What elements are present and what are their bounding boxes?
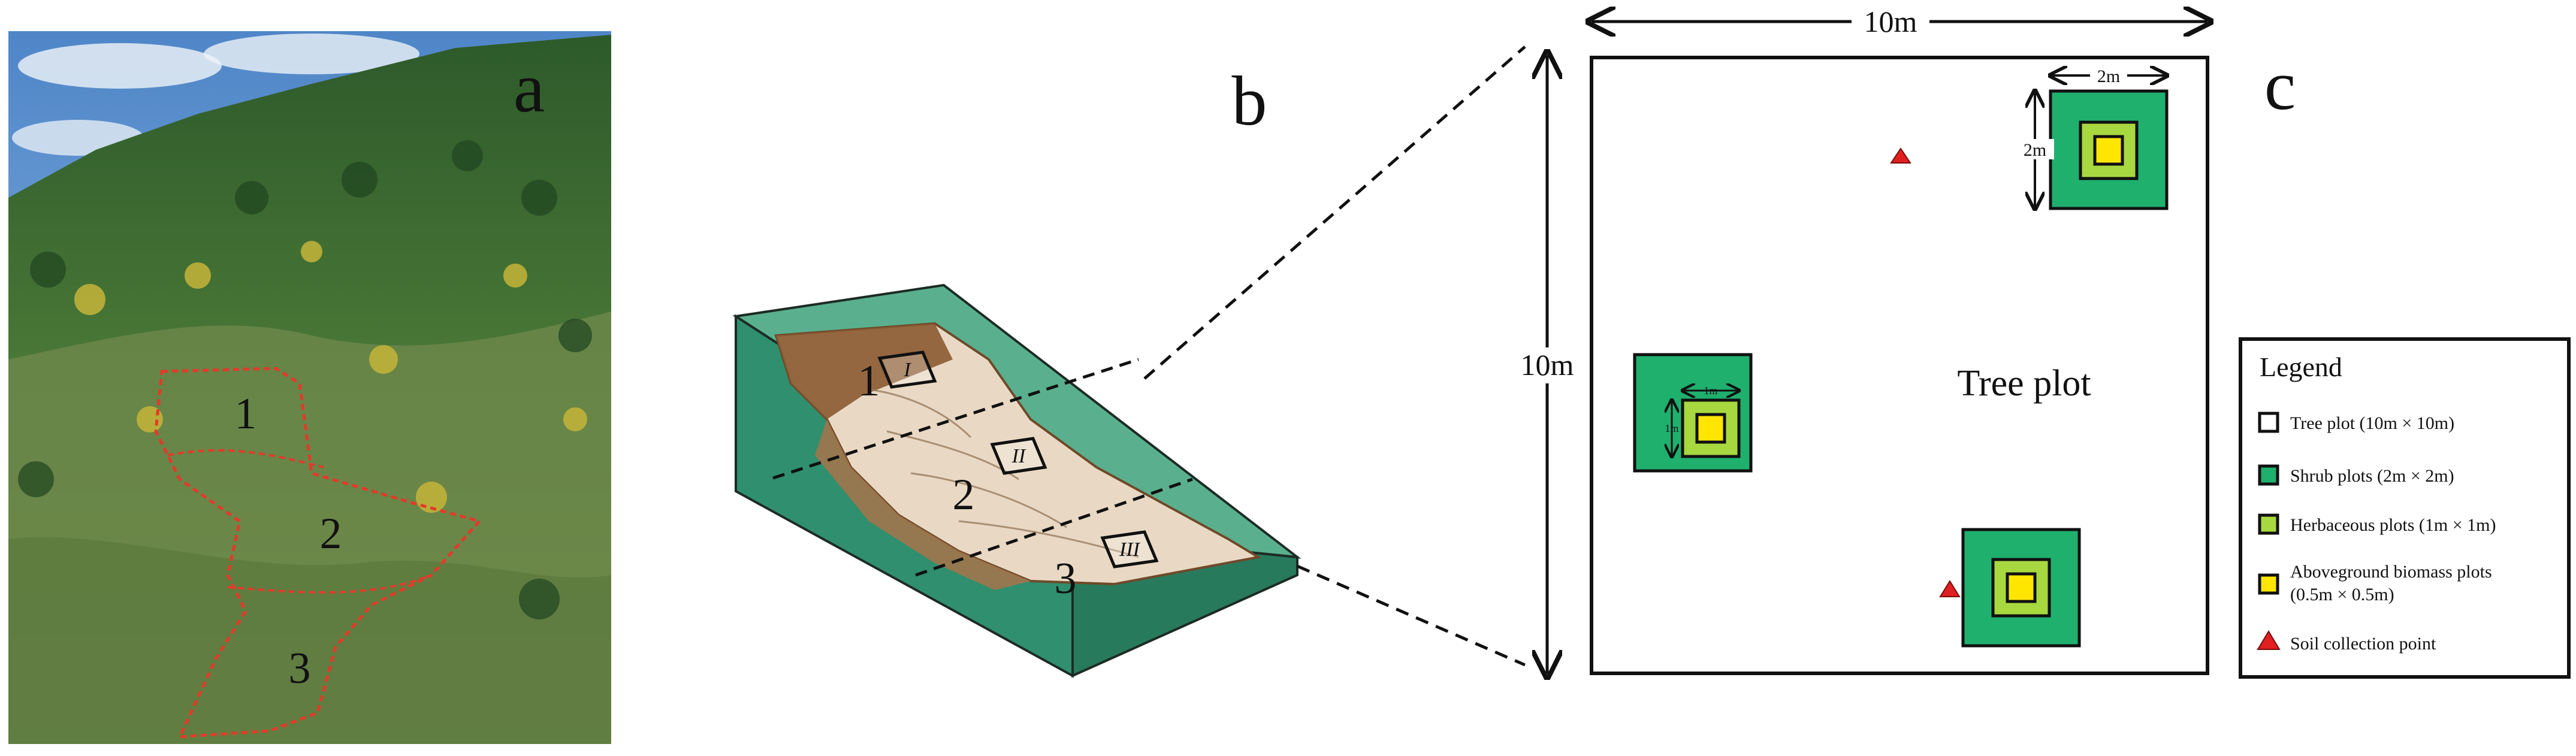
panel-a-photo: a 1 2 3 <box>8 31 611 744</box>
photo-yellow-trees <box>74 241 587 513</box>
shrub-height-label: 2m <box>2024 140 2046 160</box>
photo-zone-2: 2 <box>320 509 342 558</box>
panel-c-letter: c <box>2264 46 2296 125</box>
block-plot-2-label: II <box>1011 445 1026 467</box>
panel-b-letter: b <box>1232 62 1267 140</box>
herb-height-label: 1m <box>1665 422 1678 434</box>
block-zone-3: 3 <box>1055 554 1077 603</box>
legend-swatch-tree <box>2258 412 2279 433</box>
biomass-plot <box>1695 413 1726 444</box>
block-zone-boundary <box>772 358 1139 480</box>
zone-boundary <box>227 574 432 594</box>
legend-label-tree: Tree plot (10m × 10m) <box>2290 413 2454 433</box>
panel-b-block-diagram: b I II III 1 2 <box>732 46 1526 678</box>
block-zone-2: 2 <box>953 470 975 519</box>
tree-plot-width-label: 10m <box>1864 5 1917 38</box>
legend-swatch-biomass <box>2258 573 2279 595</box>
shrub-height-label-bg <box>2016 139 2054 159</box>
block-plot-3-label: III <box>1119 539 1141 561</box>
zone-boundary <box>167 449 324 468</box>
landslide-headscarp <box>776 323 953 419</box>
soil-point-bottom <box>1939 580 1961 597</box>
legend-label-biomass-size: (0.5m × 0.5m) <box>2290 585 2394 604</box>
herb-width-label: 1m <box>1704 385 1717 397</box>
shrub-width-label-bg <box>2090 66 2127 86</box>
height-label-bg <box>1509 347 1586 383</box>
tree-plot-height-label: 10m <box>1521 348 1574 382</box>
legend-swatch-shrub <box>2258 464 2279 486</box>
landslide-flank <box>815 419 1031 590</box>
legend-label-soil: Soil collection point <box>2290 634 2436 654</box>
legend-label-biomass: Aboveground biomass plots <box>2290 562 2492 582</box>
soil-point-center <box>1890 147 1911 164</box>
tree-plot-label: Tree plot <box>1957 363 2091 404</box>
shrub-plot-top-right <box>2049 89 2169 210</box>
photo-cloud <box>204 34 419 74</box>
width-label-bg <box>1852 8 1929 36</box>
photo-zone-3: 3 <box>289 644 311 693</box>
legend-label-herb: Herbaceous plots (1m × 1m) <box>2290 515 2496 535</box>
biomass-plot <box>2006 572 2037 603</box>
legend-swatch-herb <box>2258 513 2279 535</box>
landslide-scar <box>774 322 1262 586</box>
zoom-line-top <box>1143 46 1526 380</box>
panel-a-letter: a <box>514 49 545 127</box>
shrub-plot-left <box>1633 353 1753 473</box>
legend-swatch-soil <box>2257 630 2281 650</box>
shrub-plot-bottom <box>1961 528 2081 648</box>
photo-zone-1: 1 <box>235 389 257 439</box>
block-plot-2: II <box>990 437 1047 475</box>
legend-box <box>2239 337 2571 679</box>
shrub-width-label: 2m <box>2097 66 2120 86</box>
biomass-plot <box>2093 135 2124 166</box>
legend-title: Legend <box>2260 352 2342 382</box>
photo-cloud <box>18 43 222 89</box>
panel-c-plot-layout: c 10m 10m Tree plot 2m 2m <box>1509 5 2571 679</box>
block-plot-1-label: I <box>903 359 911 381</box>
block-plot-1: I <box>877 350 937 389</box>
legend-label-shrub: Shrub plots (2m × 2m) <box>2290 466 2454 486</box>
block-zone-boundary <box>915 477 1193 577</box>
photo-lower-vegetation <box>8 537 611 744</box>
block-zone-1: 1 <box>858 356 880 406</box>
photo-dark-trees <box>18 140 592 619</box>
block-plot-3: III <box>1100 530 1159 568</box>
legend: Legend Tree plot (10m × 10m) Shrub plots… <box>2239 337 2571 679</box>
zoom-line-bottom <box>1297 564 1526 667</box>
